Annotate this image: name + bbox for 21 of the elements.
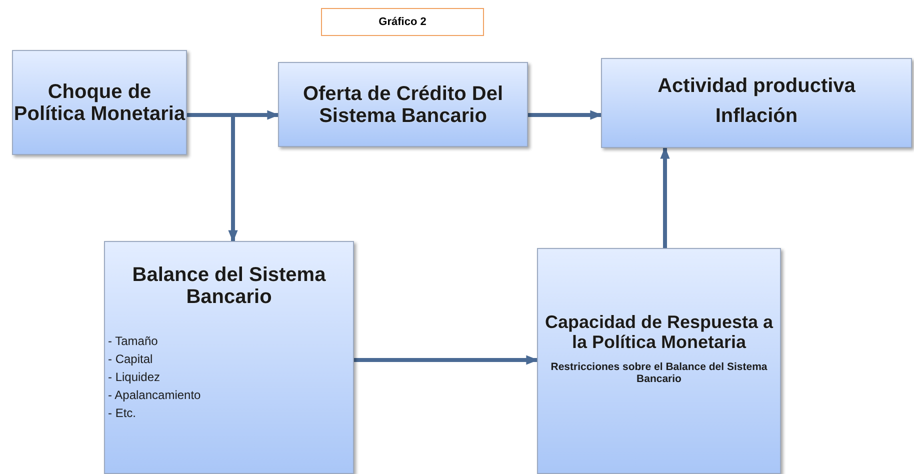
box-heading: Actividad productiva xyxy=(658,75,856,97)
arrow xyxy=(528,110,602,120)
list-item: - Capital xyxy=(108,352,153,366)
process-box xyxy=(601,58,912,148)
box-note: Restricciones sobre el Balance del Sistema Bancario xyxy=(550,360,768,385)
box-heading: Capacidad de Respuesta a la Política Monetaria xyxy=(544,313,774,353)
process-box xyxy=(278,62,528,147)
arrow xyxy=(354,355,538,365)
chart-title: Gráfico 2 xyxy=(321,8,484,36)
process-box xyxy=(104,241,354,474)
list-item: - Etc. xyxy=(108,406,136,420)
process-box xyxy=(537,248,781,474)
list-item: - Apalancamiento xyxy=(108,388,201,402)
list-item: - Liquidez xyxy=(108,370,160,384)
box-heading: Balance del Sistema Bancario xyxy=(131,264,327,308)
list-item: - Tamaño xyxy=(108,334,158,348)
process-box xyxy=(12,50,187,155)
box-heading: Oferta de Crédito Del Sistema Bancario xyxy=(302,82,504,126)
arrow xyxy=(660,146,670,248)
box-heading: Choque de Política Monetaria xyxy=(13,80,186,124)
box-heading: Inflación xyxy=(715,105,798,127)
